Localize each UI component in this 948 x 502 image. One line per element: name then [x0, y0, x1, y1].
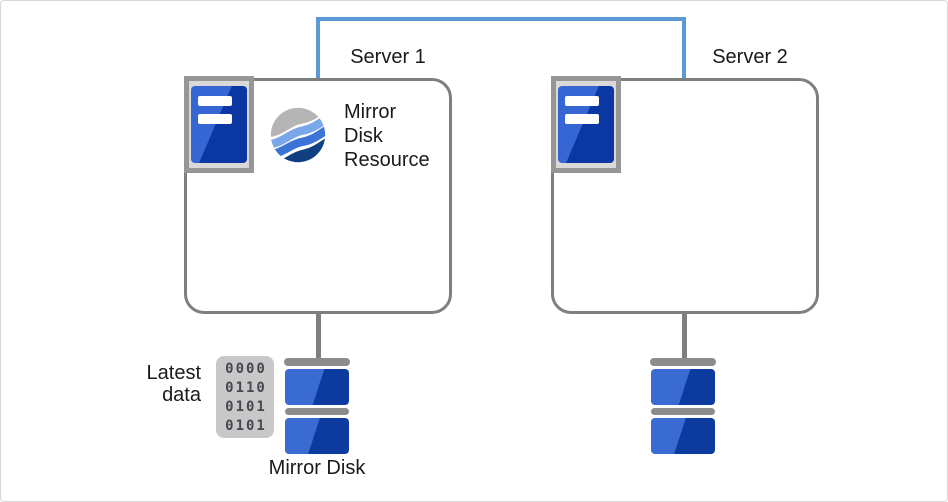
binary-row: 0110 [225, 380, 267, 396]
server-interconnect-line [316, 17, 686, 78]
server-tower-body [191, 86, 247, 163]
server1-disk-connector [316, 312, 321, 359]
binary-row: 0101 [225, 399, 267, 415]
server-tower-slot [198, 96, 232, 106]
disk-separator [285, 408, 349, 415]
disk-platter [651, 418, 715, 454]
server2-disk-icon [650, 358, 716, 454]
server-tower-slot [565, 114, 599, 124]
server2-label: Server 2 [712, 46, 788, 68]
disk-platter [285, 369, 349, 405]
server-tower-slot [565, 96, 599, 106]
latest-data-label: Latest data [107, 362, 201, 406]
resource-label-line: Mirror [344, 101, 397, 123]
binary-data-chip: 0000 0110 0101 0101 [216, 356, 274, 438]
binary-row: 0000 [225, 361, 267, 377]
mirror-disk-resource-icon [270, 107, 326, 163]
server1-tower-icon [184, 76, 254, 173]
server1-disk-icon [284, 358, 350, 454]
server2-disk-connector [682, 312, 687, 359]
server2-tower-icon [551, 76, 621, 173]
disk-cap [284, 358, 350, 366]
disk-separator [651, 408, 715, 415]
mirror-disk-resource-label: Mirror Disk Resource [344, 100, 430, 172]
resource-label-line: Resource [344, 149, 430, 171]
mirror-disk-caption: Mirror Disk [268, 457, 366, 479]
latest-data-label-line: data [162, 384, 201, 406]
server1-label: Server 1 [350, 46, 426, 68]
server-tower-body [558, 86, 614, 163]
latest-data-label-line: Latest [146, 362, 201, 384]
resource-label-line: Disk [344, 125, 383, 147]
binary-row: 0101 [225, 418, 267, 434]
server-tower-slot [198, 114, 232, 124]
disk-cap [650, 358, 716, 366]
disk-platter [651, 369, 715, 405]
disk-platter [285, 418, 349, 454]
